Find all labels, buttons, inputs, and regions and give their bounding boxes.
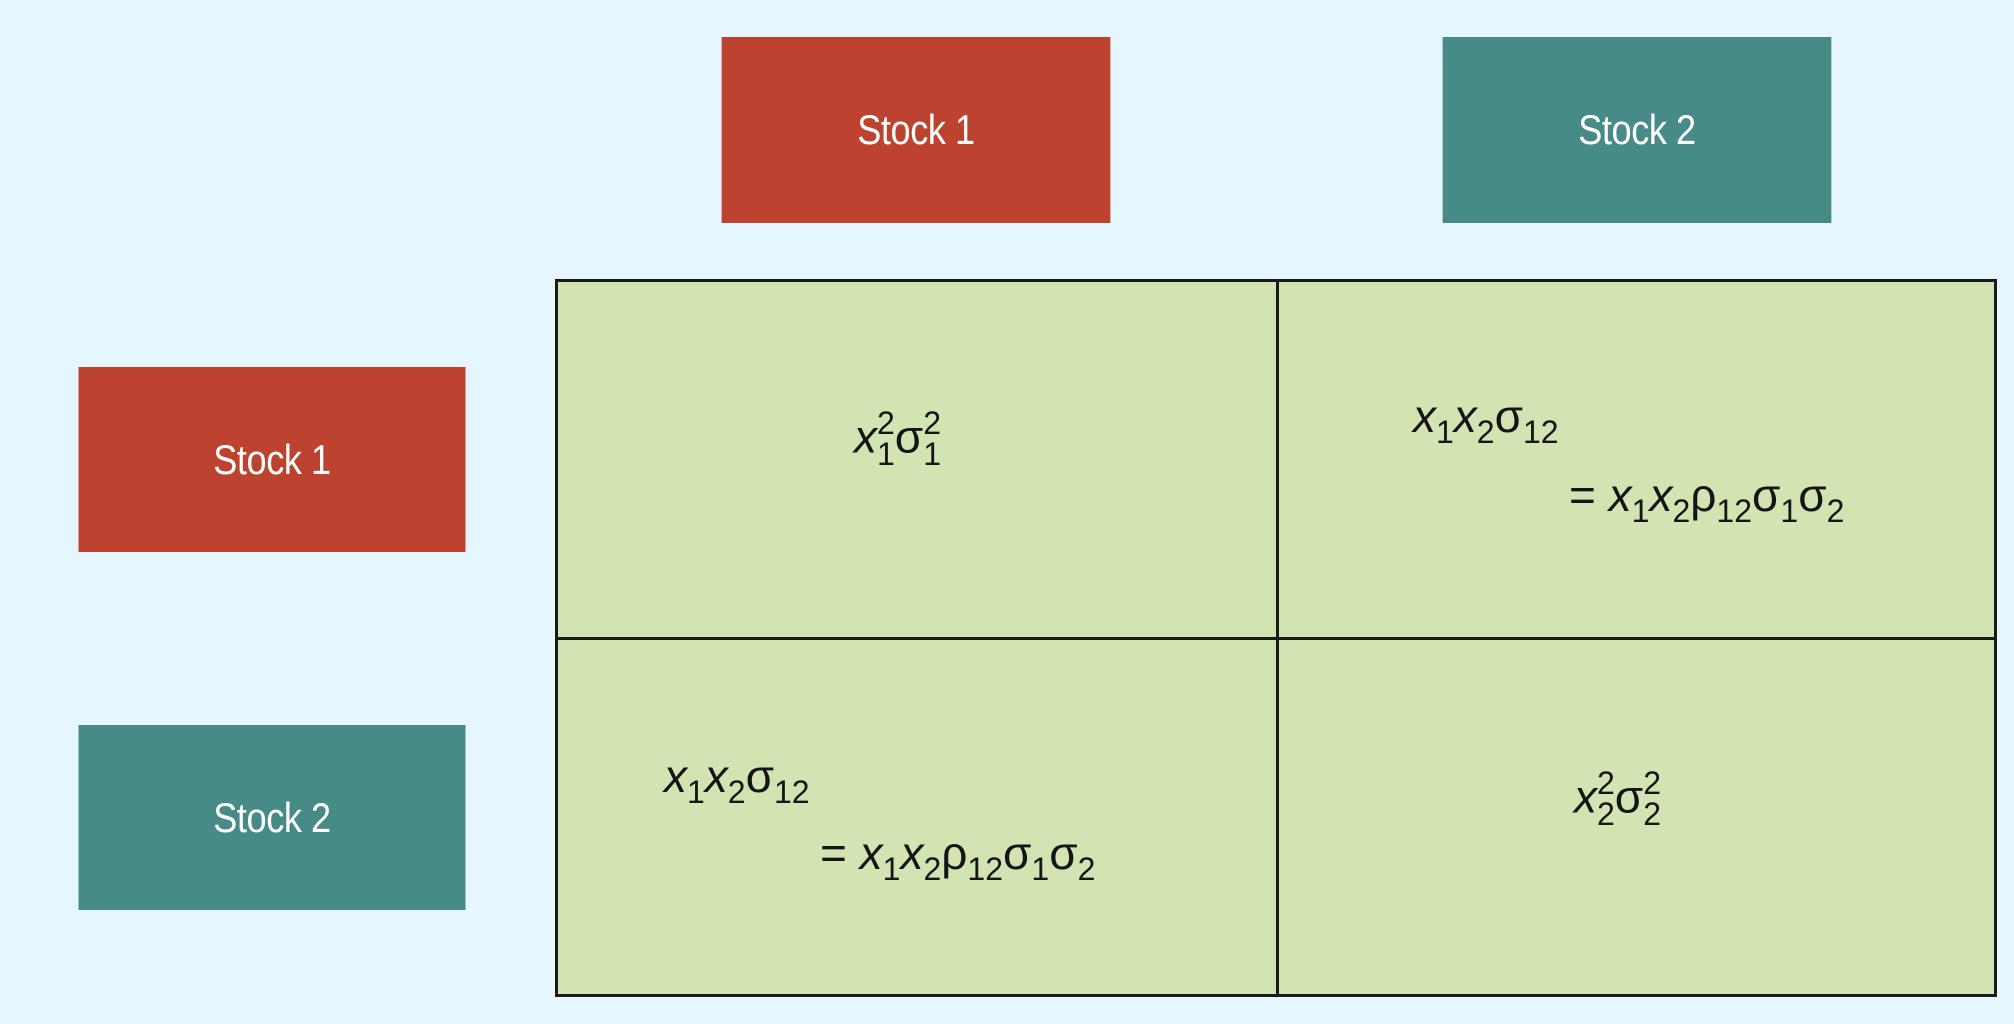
cell-r1c2-sigma2: σ — [1798, 469, 1827, 521]
cell-r1c1-var: x — [854, 410, 877, 463]
row-header-stock-1: Stock 1 — [78, 367, 466, 552]
cell-r2c2-var: x — [1574, 770, 1597, 823]
row-header-stock-1-label: Stock 1 — [213, 435, 331, 483]
cell-r2c2-var-sup: 2 — [1597, 765, 1615, 802]
column-header-stock-1-label: Stock 1 — [857, 106, 975, 153]
cell-r1c1-sigma: σ — [894, 410, 924, 463]
cell-r2c1-covariance: x1x2σ12 — [664, 750, 810, 808]
cell-r2c2-sigma-sup: 2 — [1643, 765, 1661, 802]
cell-r2c2-sigma: σ — [1614, 770, 1644, 823]
cell-r2c2-sigma-sub: 2 — [1643, 795, 1661, 832]
cell-r1c2-line2-x2: x — [1649, 469, 1673, 521]
cell-r2c1-sigma1: σ — [1003, 827, 1032, 879]
cell-r2c1-equals: = — [820, 827, 847, 879]
cell-r1c2-x1-sub: 1 — [1436, 414, 1454, 451]
cell-r2c1-line2-x2: x — [900, 827, 924, 879]
cell-r2c1-x2: x — [704, 750, 728, 802]
cell-r1c1-var-sup: 2 — [877, 405, 895, 442]
cell-r1c2-line2-x1-sub: 1 — [1631, 493, 1650, 530]
cell-r2c1-sigma2: σ — [1049, 827, 1078, 879]
cell-r2c1-x2-sub: 2 — [727, 774, 746, 811]
cell-r2c1-line2-x1-sub: 1 — [882, 851, 901, 888]
cell-r1c2-x2: x — [1453, 390, 1477, 442]
column-header-stock-2: Stock 2 — [1442, 37, 1832, 223]
cell-r1c2-x1: x — [1413, 390, 1436, 442]
row-header-stock-2-label: Stock 2 — [213, 793, 331, 841]
cell-r1c2-equals: = — [1569, 469, 1596, 521]
cell-r2c1-sigma1-sub: 1 — [1031, 851, 1050, 888]
cell-r1c2-correlation-form: = x1x2ρ12σ1σ2 — [1569, 469, 1844, 527]
cell-r2c1-line2-x2-sub: 2 — [923, 851, 942, 888]
cell-r1c1-var-sub: 1 — [877, 435, 895, 472]
cell-r1c1-sigma-sub: 1 — [923, 435, 941, 472]
column-header-stock-1: Stock 1 — [721, 37, 1111, 223]
cell-r1c2-sigma: σ — [1494, 390, 1523, 442]
cell-r2c2-var-sub: 2 — [1597, 795, 1615, 832]
cell-r1c1-sigma-sup: 2 — [923, 405, 941, 442]
cell-r1c2-sigma-sub: 12 — [1522, 414, 1559, 451]
cell-r2c1-rho: ρ — [941, 827, 968, 879]
cell-r1c2-covariance: x1x2σ12 — [1413, 390, 1559, 448]
cell-r2c1-line2-x1: x — [859, 827, 883, 879]
cell-r1c2-rho: ρ — [1690, 469, 1717, 521]
cell-r1c2-line2-x1: x — [1608, 469, 1632, 521]
cell-r1c2-sigma1-sub: 1 — [1780, 493, 1799, 530]
cell-r2c1-rho-sub: 12 — [967, 851, 1004, 888]
cell-r2c1-x1: x — [664, 750, 687, 802]
cell-r2c1-sigma2-sub: 2 — [1077, 851, 1096, 888]
cell-r2c1-correlation-form: = x1x2ρ12σ1σ2 — [820, 827, 1095, 885]
cell-r1c2-x2-sub: 2 — [1476, 414, 1495, 451]
matrix-horizontal-divider — [558, 637, 1994, 640]
cell-r1c2-sigma2-sub: 2 — [1826, 493, 1845, 530]
cell-r1c2-rho-sub: 12 — [1716, 493, 1753, 530]
cell-r2c1-x1-sub: 1 — [687, 774, 705, 811]
row-header-stock-2: Stock 2 — [78, 725, 466, 910]
cell-r1c2-line2-x2-sub: 2 — [1672, 493, 1691, 530]
cell-r2c1-sigma: σ — [745, 750, 774, 802]
cell-r1c2-sigma1: σ — [1752, 469, 1781, 521]
cell-r2c1-sigma-sub: 12 — [773, 774, 810, 811]
column-header-stock-2-label: Stock 2 — [1578, 106, 1696, 153]
